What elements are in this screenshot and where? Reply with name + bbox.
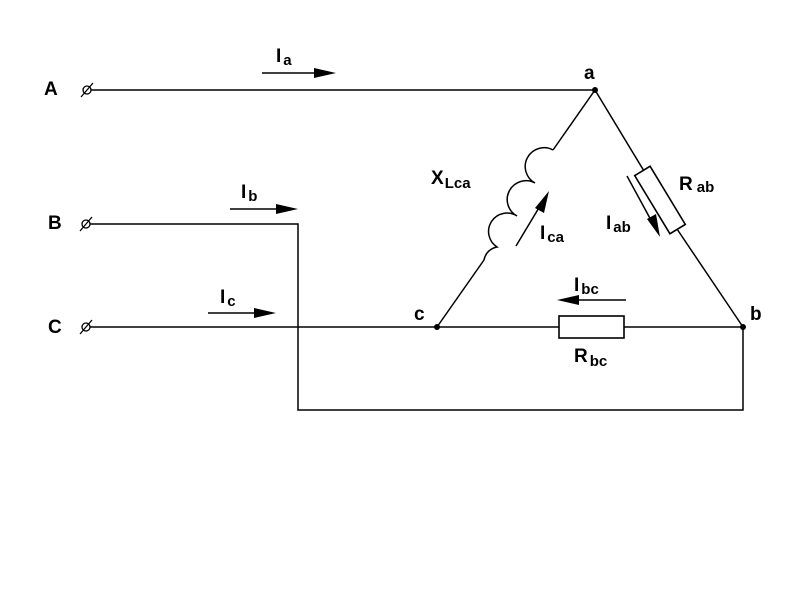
terminal-a-slash — [80, 82, 94, 98]
edge-ab-wire-top — [594, 89, 645, 172]
node-c-label: c — [414, 304, 425, 325]
terminal-c-label: C — [48, 317, 62, 338]
terminal-a-label: A — [44, 79, 58, 100]
line-b-wire — [90, 223, 744, 411]
arrow-ibc — [557, 295, 626, 305]
node-c-dot — [434, 324, 440, 330]
terminal-a: A — [44, 79, 94, 100]
terminal-c-slash — [79, 319, 93, 335]
terminal-c: C — [48, 317, 93, 338]
inductor-xlca — [483, 146, 554, 261]
arrow-ia — [262, 68, 336, 78]
arrow-ica — [515, 191, 549, 247]
node-b-label: b — [750, 304, 762, 325]
arrow-ic — [208, 308, 276, 318]
edge-ca-wire-bottom — [436, 259, 485, 328]
resistor-rbc — [558, 315, 625, 339]
label-xlca: XLca — [431, 168, 471, 192]
node-a-label: a — [584, 63, 595, 84]
edge-ca-wire-top — [552, 89, 596, 151]
resistor-rab — [633, 165, 687, 235]
arrow-ib — [230, 204, 298, 214]
node-b-dot — [740, 324, 746, 330]
node-a-dot — [592, 87, 598, 93]
terminal-b: B — [48, 213, 93, 234]
terminal-b-slash — [79, 216, 93, 232]
edge-ab-wire-bottom — [676, 228, 744, 328]
arrow-iab — [626, 175, 660, 237]
terminal-b-label: B — [48, 213, 62, 234]
